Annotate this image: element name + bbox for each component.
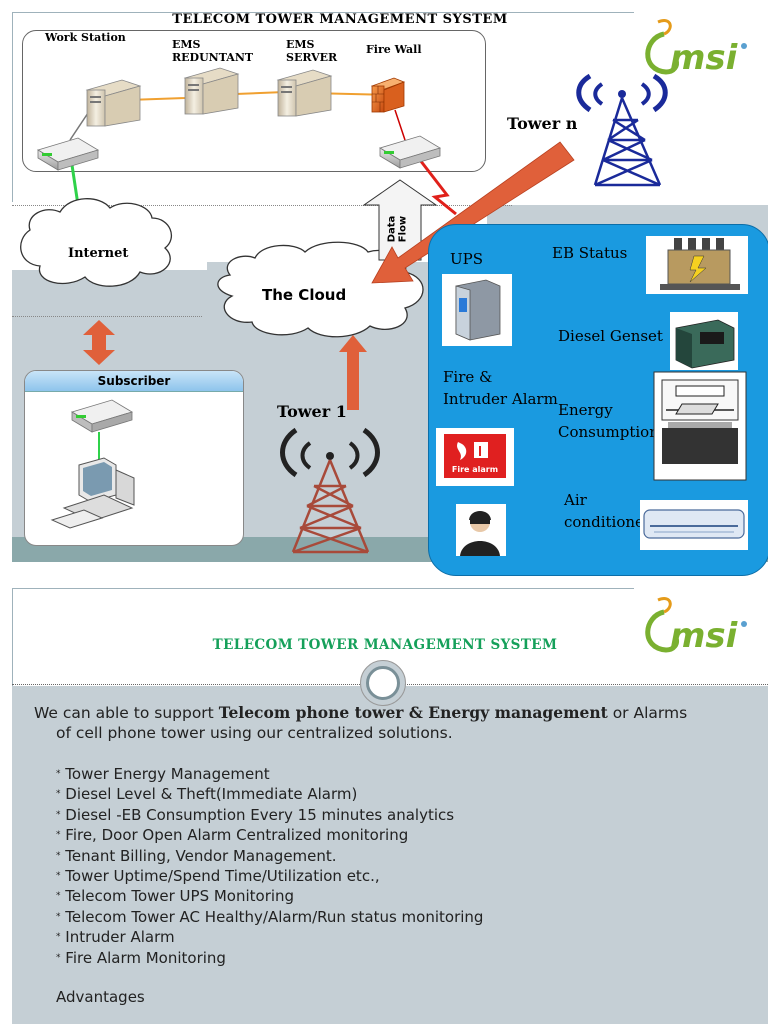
ems-redundant-label: EMS REDUNTANT <box>172 38 254 64</box>
subscriber-box: Subscriber <box>24 370 244 546</box>
firewall-icon <box>370 77 406 113</box>
internet-label: Internet <box>68 246 129 261</box>
intro-pre: We can able to support <box>34 704 219 722</box>
emsi-logo: msi <box>636 14 756 84</box>
intro-line-2: of cell phone tower using our centralize… <box>56 724 453 742</box>
list-item: * Telecom Tower UPS Monitoring <box>56 887 295 906</box>
fire-alarm-sign-text: Fire alarm <box>451 465 499 474</box>
subscriber-switch <box>71 399 133 433</box>
workstation-label: Work Station <box>45 31 126 44</box>
subscriber-drawing <box>50 399 135 529</box>
tower-1-icon <box>280 427 380 554</box>
eb-transformer-icon <box>646 236 748 294</box>
slide2-top-rule <box>12 588 634 589</box>
diesel-genset-label: Diesel Genset <box>558 327 663 345</box>
logo-mark-icon <box>645 597 747 653</box>
logo-mark-icon <box>645 19 747 75</box>
computer-icon <box>50 457 135 529</box>
fw-link <box>394 109 406 141</box>
ups-icon <box>442 274 512 346</box>
ac-label: Air conditioner <box>564 491 652 531</box>
ems-redundant-server <box>183 67 240 115</box>
slide2-title: TELECOM TOWER MANAGEMENT SYSTEM <box>212 637 558 653</box>
list-item: * Fire Alarm Monitoring <box>56 948 226 967</box>
server-cable <box>127 90 391 101</box>
workstation-server <box>85 79 142 127</box>
logo-text: msi <box>670 616 738 656</box>
air-conditioner-icon <box>640 500 748 550</box>
slide-border-left <box>12 12 13 202</box>
diesel-genset-icon <box>670 312 738 370</box>
intro-post: or Alarms <box>607 704 688 722</box>
logo-text: msi <box>670 38 738 78</box>
intro-bold: Telecom phone tower & Energy management <box>218 703 608 722</box>
up-arrow <box>339 335 367 410</box>
tower-1-label: Tower 1 <box>277 402 347 421</box>
features-slide: TELECOM TOWER MANAGEMENT SYSTEM msi We c… <box>0 588 768 1024</box>
list-item: * Intruder Alarm <box>56 928 175 947</box>
list-item: * Tower Uptime/Spend Time/Utilization et… <box>56 867 380 886</box>
internet-cloud <box>20 198 172 287</box>
fire-alarm-icon <box>436 428 514 486</box>
ups-label: UPS <box>450 250 484 268</box>
dotted-rule <box>12 316 202 317</box>
divider-circle <box>360 660 406 706</box>
slide-border-line <box>12 12 634 13</box>
double-arrow <box>83 320 115 365</box>
energy-meter-icon <box>653 371 747 481</box>
firewall-label: Fire Wall <box>366 43 422 56</box>
slide-title: TELECOM TOWER MANAGEMENT SYSTEM <box>172 12 508 27</box>
dotted-rule <box>12 205 512 206</box>
intruder-icon <box>456 504 506 556</box>
red-link <box>418 159 457 216</box>
content-area <box>12 686 768 1024</box>
list-item: * Diesel -EB Consumption Every 15 minute… <box>56 805 455 824</box>
emsi-logo-2: msi <box>636 592 756 662</box>
data-flow-label: Data Flow <box>386 215 409 243</box>
network-drawing <box>20 67 668 554</box>
fire-intruder-label: Fire & Intruder Alarm <box>443 368 558 408</box>
intro-text: We can able to support Telecom phone tow… <box>34 703 687 723</box>
diagonal-arrow <box>371 141 575 284</box>
switch-right <box>379 135 441 169</box>
diagram-slide: TELECOM TOWER MANAGEMENT SYSTEM Work Sta… <box>12 12 768 576</box>
list-item: * Tower Energy Management <box>56 765 270 783</box>
energy-label: Energy Consumption <box>558 401 659 441</box>
panel-icons <box>436 236 748 556</box>
slide2-left-rule <box>12 588 13 686</box>
switch-left <box>37 137 99 171</box>
ems-server-label: EMS SERVER <box>286 38 338 64</box>
list-item: * Tenant Billing, Vendor Management. <box>56 846 337 865</box>
advantages-heading: Advantages <box>56 988 145 1006</box>
list-item: * Fire, Door Open Alarm Centralized moni… <box>56 826 409 845</box>
eb-status-label: EB Status <box>552 244 628 262</box>
the-cloud-shape <box>217 241 424 338</box>
list-item: * Diesel Level & Theft(Immediate Alarm) <box>56 785 358 804</box>
subscriber-header: Subscriber <box>25 371 243 392</box>
list-item: * Telecom Tower AC Healthy/Alarm/Run sta… <box>56 907 484 926</box>
tower-n-label: Tower n <box>507 114 578 133</box>
ems-server <box>276 69 333 117</box>
the-cloud-label: The Cloud <box>262 286 347 304</box>
tower-n-icon <box>576 73 668 187</box>
feature-list: * Tower Energy Management * Diesel Level… <box>56 764 483 968</box>
